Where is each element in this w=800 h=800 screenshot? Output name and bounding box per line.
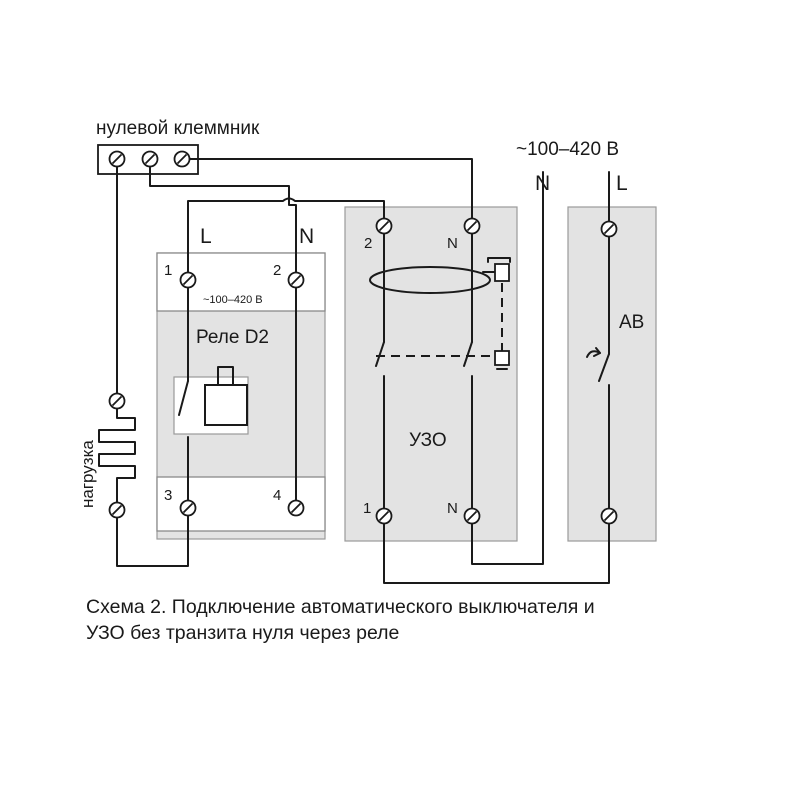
- diagram-caption: Схема 2. Подключение автоматического вык…: [86, 594, 766, 646]
- neutral-terminal-1: [108, 150, 126, 168]
- relay-terminal-3: [179, 499, 197, 517]
- relay-terminal-1: [179, 271, 197, 289]
- rcd-bottom-right-label: N: [447, 500, 458, 517]
- rcd-contact-2: [463, 341, 473, 367]
- neutral-terminal-3: [173, 150, 191, 168]
- relay-terminal-4-label: 4: [273, 487, 281, 504]
- relay-input-l-label: L: [200, 225, 212, 248]
- breaker-trip-arrow: [593, 347, 601, 357]
- relay-input-n-label: N: [299, 225, 314, 248]
- rcd-trip-device: [494, 350, 510, 370]
- relay-terminal-1-label: 1: [164, 262, 172, 279]
- rcd-sensor-bracket: [487, 257, 511, 263]
- caption-line-1: Схема 2. Подключение автоматического вык…: [86, 596, 595, 618]
- rcd-current-ring: [369, 266, 491, 294]
- relay-name: Реле D2: [196, 327, 269, 348]
- rcd-name: УЗО: [409, 430, 447, 451]
- rcd-terminal-2: [375, 217, 393, 235]
- breaker-housing: [567, 206, 657, 542]
- load-terminal-top: [108, 392, 126, 410]
- wire-load-to-relay-3: [116, 507, 189, 567]
- breaker-terminal-bottom: [600, 507, 618, 525]
- rcd-terminal-1: [375, 507, 393, 525]
- relay-terminal-2-label: 2: [273, 262, 281, 279]
- wire-supply-n-to-rcd-n: [471, 171, 544, 565]
- wires: [116, 158, 610, 584]
- neutral-block-label: нулевой клеммник: [96, 118, 260, 139]
- wire-neutral-to-rcd-n-out: [181, 158, 473, 227]
- breaker-name: АВ: [619, 312, 644, 333]
- relay-terminal-4: [287, 499, 305, 517]
- caption-line-2: УЗО без транзита нуля через реле: [86, 622, 400, 644]
- relay-coil-leads: [217, 366, 234, 386]
- breaker-contact: [598, 353, 610, 382]
- relay-terminal-3-label: 3: [164, 487, 172, 504]
- rcd-terminal-n-bottom: [463, 507, 481, 525]
- rcd-bottom-left-label: 1: [363, 500, 371, 517]
- relay-coil: [204, 384, 248, 426]
- load-label: нагрузка: [78, 440, 97, 508]
- neutral-terminal-2: [141, 150, 159, 168]
- load-heater: [98, 400, 136, 511]
- rcd-contact-1: [375, 341, 385, 367]
- relay-voltage-label: ~100–420 В: [203, 294, 263, 306]
- rcd-top-right-label: N: [447, 235, 458, 252]
- relay-terminal-2: [287, 271, 305, 289]
- rcd-top-left-label: 2: [364, 235, 372, 252]
- wire-rcd-1-to-breaker: [383, 515, 610, 584]
- wire-relay-l-to-rcd-2: [187, 197, 385, 281]
- supply-voltage-label: ~100–420 В: [516, 139, 619, 160]
- rcd-terminal-n-top: [463, 217, 481, 235]
- load-terminal-bottom: [108, 501, 126, 519]
- relay-contact-blade: [178, 380, 189, 416]
- breaker-terminal-top: [600, 220, 618, 238]
- supply-n-label: N: [535, 172, 550, 195]
- supply-l-label: L: [616, 172, 628, 195]
- wire-neutral-to-relay-n: [149, 158, 297, 281]
- rcd-sensor-box: [494, 263, 510, 282]
